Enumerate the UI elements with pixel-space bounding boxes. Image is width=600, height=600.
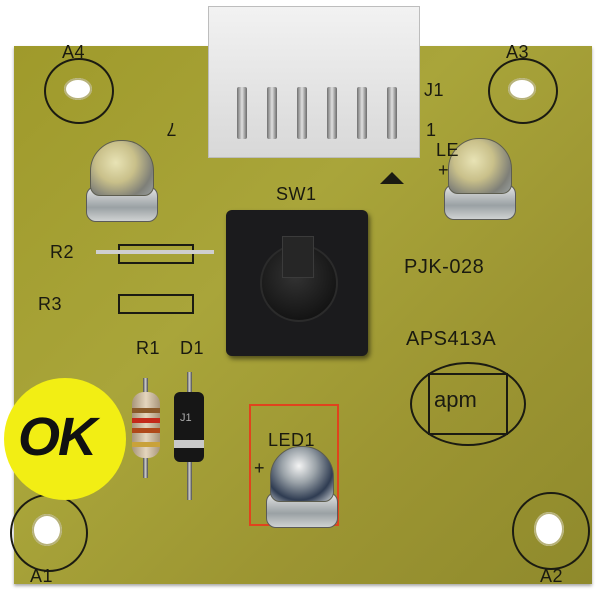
label-led-top-right: LE <box>436 140 460 160</box>
switch-stem <box>282 236 314 278</box>
mount-hole-a2 <box>534 512 564 546</box>
diode-marking: J1 <box>180 412 192 424</box>
connector-pin <box>357 87 367 139</box>
apm-logo-oval <box>410 362 526 446</box>
resistor-r1 <box>128 378 162 478</box>
tactile-switch-sw1[interactable] <box>226 210 368 356</box>
mount-ring-a3 <box>488 58 558 124</box>
diode-d1: J1 <box>174 392 204 462</box>
connector-pin <box>297 87 307 139</box>
mount-ring-a4 <box>44 58 114 124</box>
led-top-left <box>86 140 158 228</box>
led-1-bottom <box>266 446 338 534</box>
resistor-r2-wire <box>96 250 214 254</box>
label-r2: R2 <box>50 242 75 262</box>
label-r1: R1 <box>136 338 161 358</box>
label-part-number: PJK-028 <box>404 256 485 278</box>
label-led1: LED1 <box>268 430 316 450</box>
label-j1: J1 <box>424 80 445 100</box>
label-model: APS413A <box>406 328 497 350</box>
connector-pin <box>267 87 277 139</box>
connector-pin <box>237 87 247 139</box>
mount-hole-a3 <box>508 78 536 100</box>
ok-sticker-text: OK <box>18 407 97 467</box>
resistor-r2-outline <box>118 244 194 264</box>
mount-hole-a4 <box>64 78 92 100</box>
connector-pin <box>327 87 337 139</box>
ok-sticker: OK <box>4 378 126 500</box>
label-a1: A1 <box>30 566 54 586</box>
connector-pin <box>387 87 397 139</box>
label-a4: A4 <box>62 42 86 62</box>
led-top-right <box>444 138 516 226</box>
label-sw1: SW1 <box>276 184 317 204</box>
connector-j1 <box>208 6 420 158</box>
apm-logo: apm <box>428 373 508 435</box>
label-d1: D1 <box>180 338 205 358</box>
label-a2: A2 <box>540 566 564 586</box>
mount-hole-a1 <box>32 514 62 546</box>
apm-logo-text: apm <box>434 387 477 412</box>
label-r3: R3 <box>38 294 63 314</box>
mount-ring-a2 <box>512 492 590 570</box>
pin1-marker-icon <box>380 172 404 184</box>
label-pin-1: 1 <box>426 120 437 140</box>
resistor-r3-outline <box>118 294 194 314</box>
label-plus-led1: + <box>254 458 266 478</box>
label-pin-7: 7 <box>166 119 177 139</box>
label-a3: A3 <box>506 42 530 62</box>
label-plus-top-right: + <box>438 160 450 180</box>
